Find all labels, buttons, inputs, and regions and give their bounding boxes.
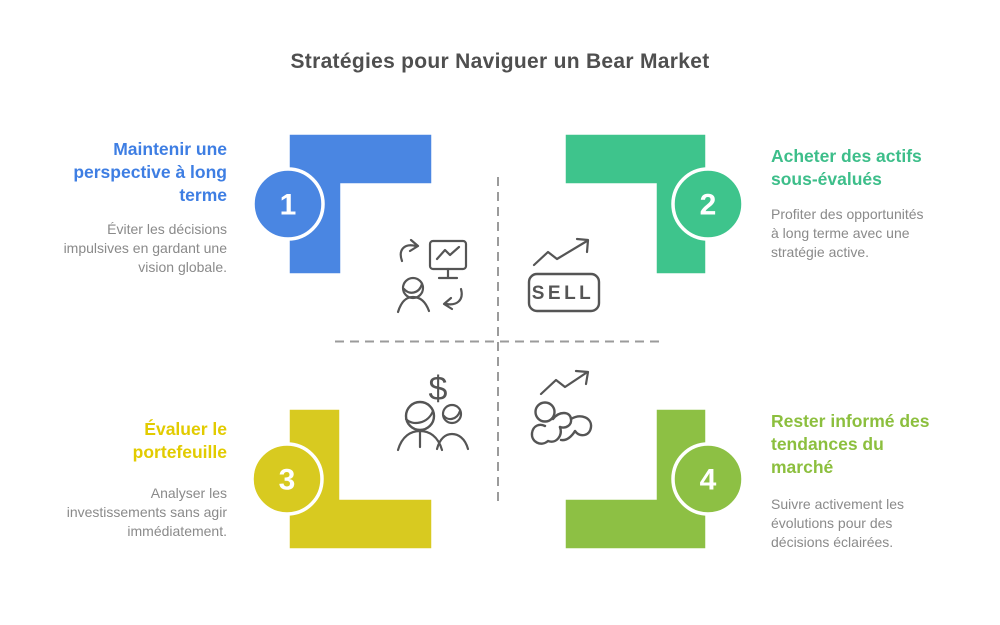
- l-shape-4: [562, 406, 709, 552]
- page-title: Stratégies pour Naviguer un Bear Market: [290, 50, 710, 73]
- runner-torso: [551, 411, 573, 429]
- quadrant-1-heading: Maintenir une perspective à long terme: [73, 139, 227, 205]
- sell-label: SELL: [532, 283, 595, 304]
- l-shape-1: [286, 131, 435, 277]
- small-person-head: [441, 403, 463, 425]
- quadrant-3-text: Évaluer le portefeuille Analyser les inv…: [30, 418, 227, 541]
- quadrant-2-text: Acheter des actifs sous-évalués Profiter…: [771, 145, 976, 262]
- step-number-badge-1: 1: [251, 167, 325, 241]
- badge-circle-1: [251, 167, 325, 241]
- person-shoulders: [396, 295, 431, 314]
- quadrant-2-heading: Acheter des actifs sous-évalués: [771, 146, 922, 189]
- monitor-frame: [428, 239, 468, 271]
- badge-circle-4: [671, 442, 745, 516]
- rising-zigzag-arrow: [539, 371, 588, 396]
- dollar-glyph: $: [429, 370, 448, 408]
- monitor-stand: [437, 267, 459, 280]
- person-presenting-chart-icon: [396, 238, 468, 314]
- cycle-arrow-bottom: [442, 287, 463, 311]
- runner-back-leg: [530, 423, 562, 445]
- sell-box: [527, 272, 601, 313]
- quadrant-4-description: Suivre activement les évolutions pour de…: [771, 496, 905, 550]
- sell-sign-icon: SELL: [527, 237, 601, 313]
- big-person-shoulders: [396, 429, 444, 452]
- person-face-line: [402, 282, 424, 294]
- quadrant-1-text: Maintenir une perspective à long terme É…: [30, 138, 227, 277]
- badge-number-3: 3: [279, 464, 296, 497]
- arrowhead: [574, 369, 590, 386]
- runner-head: [534, 401, 556, 423]
- big-person-face-line: [404, 409, 435, 425]
- l-shape-3: [286, 406, 435, 552]
- monitor-zigzag-line: [435, 245, 461, 261]
- badge-number-1: 1: [280, 189, 297, 222]
- badge-circle-2: [671, 167, 745, 241]
- step-number-badge-4: 4: [671, 442, 745, 516]
- quadrant-3-description: Analyser les investissements sans agir i…: [66, 485, 227, 539]
- people-with-dollar-icon: $: [396, 370, 470, 452]
- badge-number-4: 4: [700, 464, 717, 497]
- quadrant-1-description: Éviter les décisions impulsives en garda…: [63, 221, 227, 275]
- small-person-face-line: [442, 409, 462, 421]
- badge-circle-3: [250, 442, 324, 516]
- quadrant-3-heading: Évaluer le portefeuille: [132, 419, 227, 462]
- step-number-badge-2: 2: [671, 167, 745, 241]
- quadrant-4-heading: Rester informé des tendances du marché: [771, 411, 930, 477]
- rising-zigzag-arrow: [532, 239, 589, 267]
- quadrant-4-text: Rester informé des tendances du marché S…: [771, 410, 976, 552]
- runner-front-leg: [559, 415, 593, 442]
- arrowhead: [575, 237, 590, 254]
- runner-trend-icon: [530, 369, 593, 445]
- small-person-shoulders: [435, 432, 470, 451]
- quadrant-2-description: Profiter des opportunités à long terme a…: [771, 206, 924, 260]
- badge-number-2: 2: [700, 189, 717, 222]
- step-number-badge-3: 3: [250, 442, 324, 516]
- l-shape-2: [562, 131, 709, 277]
- cycle-arrow-top: [399, 238, 420, 263]
